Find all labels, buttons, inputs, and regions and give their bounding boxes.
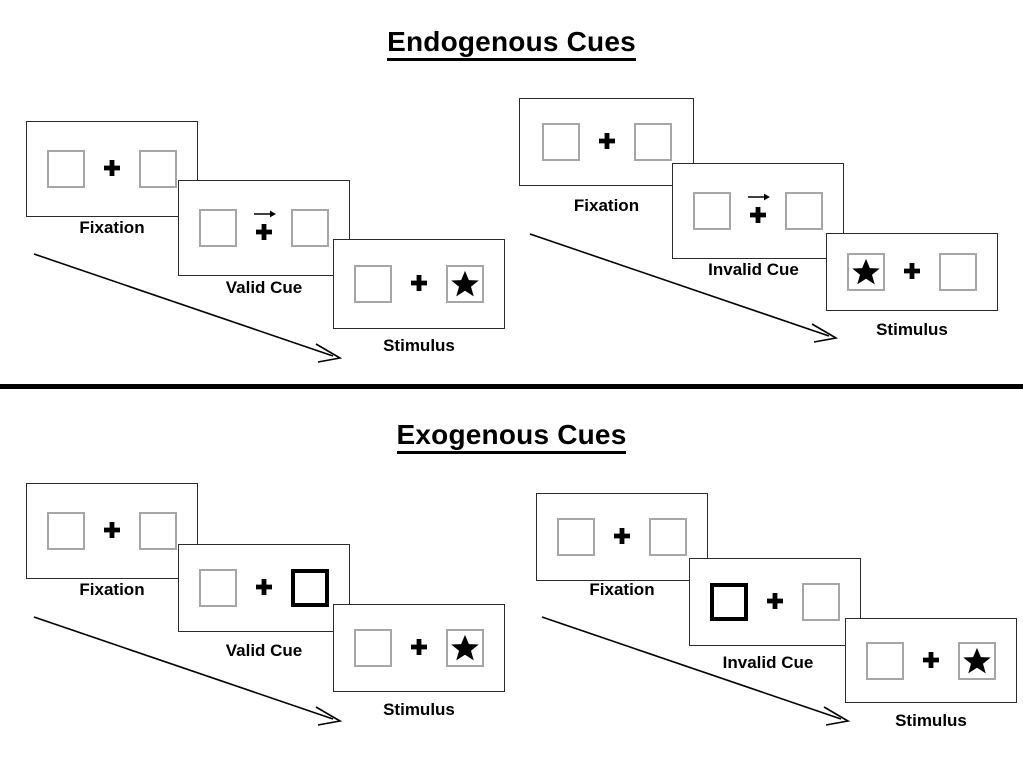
panel-content — [354, 265, 484, 303]
panel-endogenous-invalid-stimulus — [826, 233, 998, 311]
right-box-cued — [291, 569, 329, 607]
fixation-point — [99, 150, 125, 188]
fixation-point — [899, 253, 925, 291]
fixation-point — [406, 629, 432, 667]
left-box — [199, 209, 237, 247]
arrow-right-icon — [253, 210, 276, 218]
section-divider — [0, 384, 1023, 389]
right-box-with-target — [446, 629, 484, 667]
stage-label-endogenous-valid-cue: Valid Cue — [225, 278, 303, 297]
panel-exogenous-valid-fixation — [26, 483, 198, 579]
plus-icon — [904, 263, 920, 279]
plus-icon — [104, 160, 120, 176]
left-box — [47, 150, 85, 188]
panel-endogenous-valid-cue — [178, 180, 350, 276]
right-box — [139, 512, 177, 550]
fixation-point-with-cue — [251, 209, 277, 247]
right-box — [139, 150, 177, 188]
panel-content — [866, 641, 996, 680]
left-box-cued — [710, 583, 748, 621]
plus-icon — [598, 133, 615, 149]
star-icon — [451, 270, 479, 297]
right-box — [649, 518, 687, 556]
left-box — [354, 265, 392, 303]
plus-icon — [411, 639, 427, 655]
plus-icon — [411, 275, 427, 291]
panel-exogenous-invalid-stimulus — [845, 618, 1017, 703]
right-box-with-target — [446, 265, 484, 303]
left-box — [693, 192, 731, 230]
plus-icon — [256, 223, 272, 240]
stage-label-endogenous-valid-fixation: Fixation — [79, 218, 145, 237]
arrow-right-icon — [747, 193, 770, 201]
stage-label-exogenous-invalid-cue: Invalid Cue — [722, 653, 814, 672]
fixation-point-with-cue — [745, 192, 771, 230]
plus-icon — [104, 522, 120, 538]
plus-icon — [614, 528, 630, 544]
plus-icon — [256, 579, 272, 595]
left-box — [199, 569, 237, 607]
panel-content — [541, 123, 672, 161]
stage-label-exogenous-valid-stimulus: Stimulus — [383, 700, 455, 719]
stage-label-endogenous-valid-stimulus: Stimulus — [383, 336, 455, 355]
stage-label-exogenous-invalid-stimulus: Stimulus — [895, 711, 967, 730]
section-title-exogenous-text: Exogenous Cues — [396, 419, 627, 454]
fixation-point — [594, 123, 620, 161]
right-box — [785, 192, 823, 230]
star-icon — [963, 647, 991, 673]
panel-content — [47, 512, 177, 550]
fixation-point — [762, 583, 788, 621]
panel-content — [847, 253, 977, 291]
plus-icon — [750, 206, 766, 223]
fixation-point — [609, 518, 635, 556]
panel-exogenous-valid-stimulus — [333, 604, 505, 692]
stage-label-endogenous-invalid-stimulus: Stimulus — [876, 320, 948, 339]
panel-endogenous-valid-stimulus — [333, 239, 505, 329]
left-box — [47, 512, 85, 550]
section-title-exogenous: Exogenous Cues — [0, 419, 1023, 454]
panel-content — [710, 583, 840, 621]
stage-label-endogenous-invalid-fixation: Fixation — [573, 196, 640, 215]
fixation-point — [99, 512, 125, 550]
panel-content — [199, 569, 329, 607]
right-box-with-target — [958, 641, 996, 680]
stage-label-exogenous-valid-fixation: Fixation — [79, 580, 145, 599]
left-box — [354, 629, 392, 667]
plus-icon — [767, 593, 783, 609]
left-box — [866, 641, 904, 680]
panel-endogenous-invalid-fixation — [519, 98, 694, 186]
right-box — [939, 253, 977, 291]
star-icon — [451, 634, 479, 661]
fixation-point — [918, 642, 944, 680]
fixation-point — [406, 265, 432, 303]
panel-exogenous-invalid-cue — [689, 558, 861, 646]
left-box — [541, 123, 580, 161]
panel-exogenous-valid-cue — [178, 544, 350, 632]
section-title-endogenous-text: Endogenous Cues — [387, 26, 636, 61]
right-box — [802, 583, 840, 621]
stage-label-exogenous-invalid-fixation: Fixation — [589, 580, 655, 599]
right-box — [291, 209, 329, 247]
stage-label-exogenous-valid-cue: Valid Cue — [225, 641, 303, 660]
section-title-endogenous: Endogenous Cues — [0, 26, 1023, 61]
left-box — [557, 518, 595, 556]
panel-endogenous-invalid-cue — [672, 163, 844, 259]
panel-endogenous-valid-fixation — [26, 121, 198, 217]
panel-content — [354, 629, 484, 667]
plus-icon — [923, 651, 939, 668]
panel-content — [199, 209, 329, 247]
panel-content — [693, 192, 823, 230]
star-icon — [852, 258, 880, 285]
left-box-with-target — [847, 253, 885, 291]
fixation-point — [251, 569, 277, 607]
right-box — [633, 123, 672, 161]
panel-content — [557, 518, 687, 556]
panel-exogenous-invalid-fixation — [536, 493, 708, 581]
stage-label-endogenous-invalid-cue: Invalid Cue — [708, 260, 799, 279]
panel-content — [47, 150, 177, 188]
